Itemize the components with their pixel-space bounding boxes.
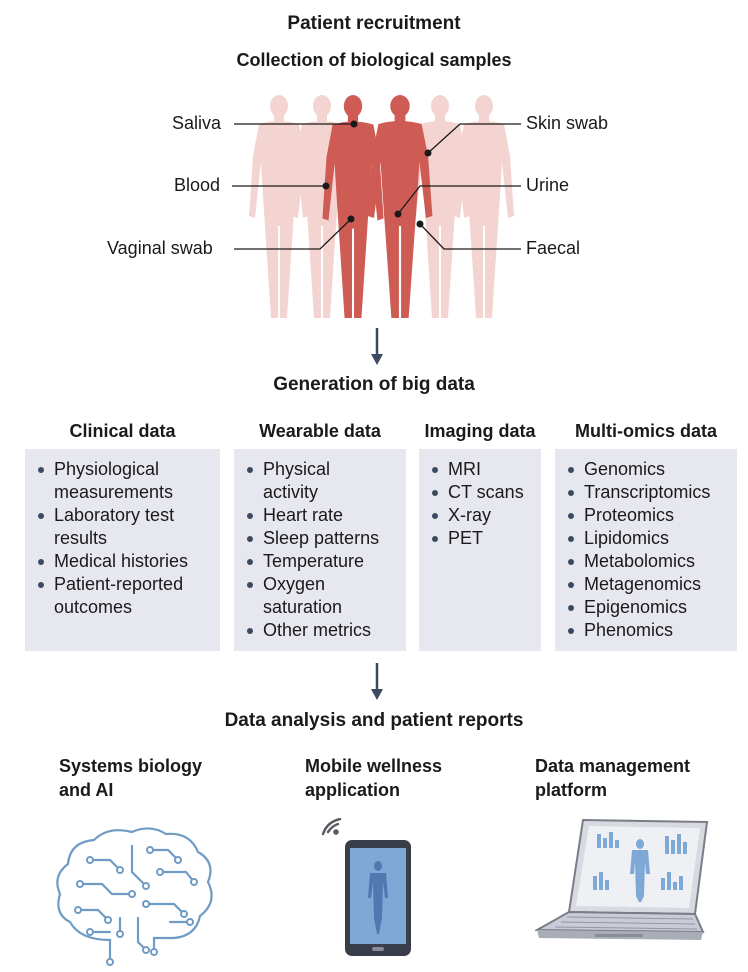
- imaging-data-card: MRI CT scans X-ray PET: [419, 449, 541, 651]
- sample-label-skin-swab: Skin swab: [526, 113, 609, 133]
- list-item: Temperature: [246, 550, 413, 573]
- list-item: PET: [431, 527, 524, 550]
- human-figures-illustration: [232, 94, 521, 318]
- recruitment-title: Patient recruitment: [287, 13, 461, 34]
- list-item: X-ray: [431, 504, 524, 527]
- list-item: Physical activity: [246, 458, 363, 504]
- sample-label-saliva: Saliva: [172, 113, 222, 133]
- wearable-data-card: Physical activity Heart rate Sleep patte…: [234, 449, 406, 651]
- analysis-title: Data analysis and patient reports: [224, 710, 524, 731]
- category-title-multiomics: Multi-omics data: [574, 421, 717, 441]
- output-title-data-platform: Data management platform: [535, 754, 690, 802]
- output-title-line: Mobile wellness: [305, 756, 443, 776]
- recruitment-subtitle: Collection of biological samples: [236, 50, 512, 70]
- list-item: Other metrics: [246, 619, 413, 642]
- laptop-icon: [535, 818, 709, 940]
- list-item: Oxygen saturation: [246, 573, 363, 619]
- list-item: Epigenomics: [567, 596, 710, 619]
- sample-points: [322, 120, 432, 228]
- output-title-line: application: [305, 780, 401, 800]
- down-arrow-icon: [371, 663, 383, 700]
- list-item: Phenomics: [567, 619, 710, 642]
- list-item: Heart rate: [246, 504, 413, 527]
- list-item: Transcriptomics: [567, 481, 710, 504]
- brain-circuit-icon: [56, 827, 213, 966]
- dashboard-charts: [593, 832, 687, 902]
- list-item: Patient-reported outcomes: [37, 573, 219, 619]
- sample-label-faecal: Faecal: [526, 238, 581, 258]
- category-title-clinical: Clinical data: [69, 421, 176, 441]
- list-item: Laboratory test results: [37, 504, 204, 550]
- list-item: Physiological measurements: [37, 458, 204, 504]
- list-item: Genomics: [567, 458, 710, 481]
- output-title-mobile-app: Mobile wellness application: [305, 754, 442, 802]
- list-item: MRI: [431, 458, 524, 481]
- output-title-line: Data management: [535, 756, 691, 776]
- sample-label-vaginal-swab: Vaginal swab: [107, 238, 213, 258]
- output-title-line: and AI: [59, 780, 114, 800]
- sample-label-blood: Blood: [174, 175, 221, 195]
- category-title-imaging: Imaging data: [424, 421, 536, 441]
- category-title-wearable: Wearable data: [259, 421, 381, 441]
- highlighted-figures: [322, 94, 433, 318]
- list-item: Metagenomics: [567, 573, 710, 596]
- output-title-line: platform: [535, 780, 607, 800]
- sample-pointer-lines: [232, 123, 521, 250]
- smartphone-icon: [321, 818, 411, 956]
- multiomics-data-card: Genomics Transcriptomics Proteomics Lipi…: [555, 449, 737, 651]
- wifi-signal-icon: [321, 818, 342, 836]
- big-data-title: Generation of big data: [273, 374, 475, 395]
- down-arrow-icon: [371, 328, 383, 365]
- list-item: Medical histories: [37, 550, 219, 573]
- output-title-line: Systems biology: [59, 756, 203, 776]
- list-item: Sleep patterns: [246, 527, 413, 550]
- output-title-systems-biology: Systems biology and AI: [59, 754, 202, 802]
- list-item: Lipidomics: [567, 527, 710, 550]
- list-item: CT scans: [431, 481, 524, 504]
- sample-label-urine: Urine: [526, 175, 570, 195]
- list-item: Proteomics: [567, 504, 710, 527]
- list-item: Metabolomics: [567, 550, 710, 573]
- clinical-data-card: Physiological measurements Laboratory te…: [25, 449, 220, 651]
